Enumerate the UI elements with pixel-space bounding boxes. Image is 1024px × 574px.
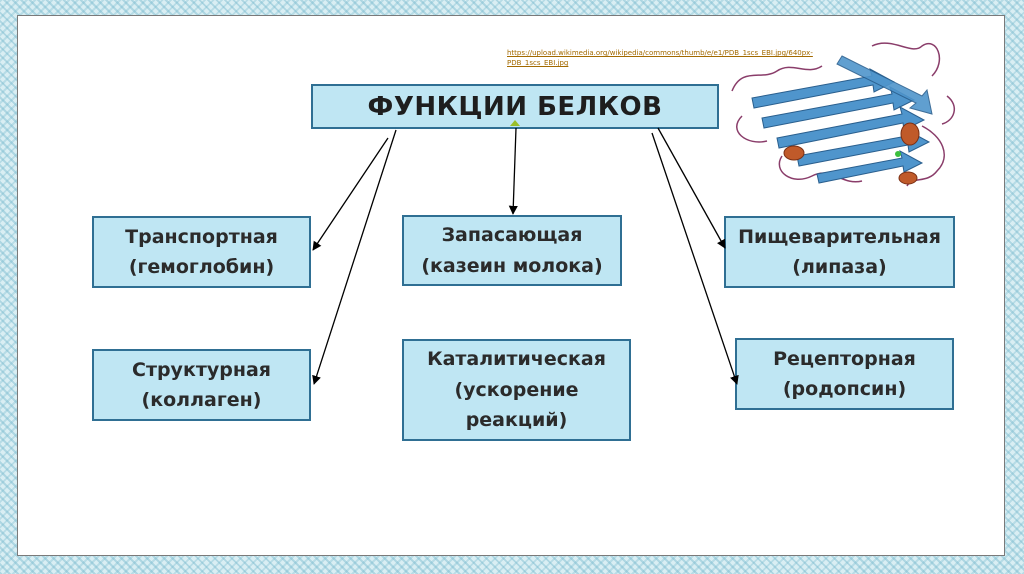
function-example: (гемоглобин): [128, 256, 275, 278]
function-box-storage: Запасающая (казеин молока): [402, 215, 622, 286]
function-label: Структурная: [132, 358, 271, 381]
function-box-transport: Транспортная (гемоглобин): [92, 216, 311, 288]
function-label: Пищеварительная: [738, 225, 941, 248]
diagram-title: ФУНКЦИИ БЕЛКОВ: [367, 91, 663, 122]
function-box-receptor: Рецепторная (родопсин): [735, 338, 954, 410]
function-example-cont: реакций): [465, 409, 568, 432]
function-example: (казеин молока): [421, 254, 603, 277]
function-label: Рецепторная: [773, 347, 916, 370]
source-link-line2: PDB_1scs_EBI.jpg: [507, 59, 569, 67]
function-label: Запасающая: [441, 224, 583, 247]
function-box-digestive: Пищеварительная (липаза): [724, 216, 955, 288]
function-example: (родопсин): [782, 378, 907, 400]
function-box-structural: Структурная (коллаген): [92, 349, 311, 421]
source-link-line1: https://upload.wikimedia.org/wikipedia/c…: [507, 49, 813, 57]
function-example: (ускорение: [454, 378, 579, 401]
function-label: Транспортная: [125, 225, 278, 248]
protein-structure-icon: [731, 42, 956, 187]
function-example: (липаза): [792, 256, 887, 278]
function-label: Каталитическая: [427, 348, 606, 371]
function-example: (коллаген): [141, 389, 262, 411]
diagram-title-box: ФУНКЦИИ БЕЛКОВ: [311, 84, 719, 129]
function-box-catalytic: Каталитическая (ускорение реакций): [402, 339, 631, 441]
image-source-link[interactable]: https://upload.wikimedia.org/wikipedia/c…: [507, 48, 827, 68]
